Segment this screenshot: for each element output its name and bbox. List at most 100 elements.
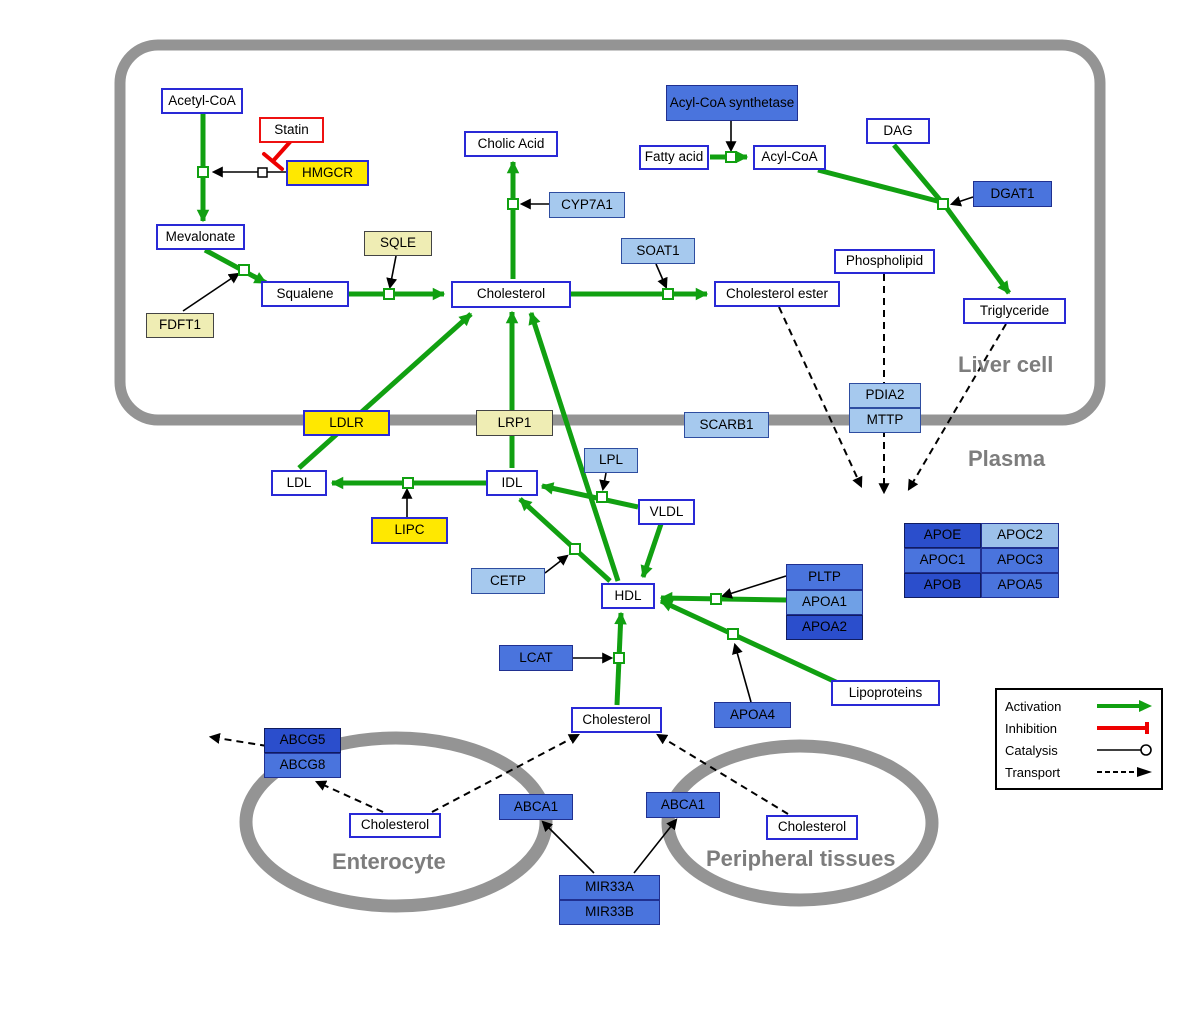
edge-pltp-catalysis [720,575,787,599]
reaction-node [937,198,949,210]
edge-acylcoa-junction [817,167,942,205]
node-ldlr[interactable]: LDLR [303,410,390,436]
legend-inhibition-label: Inhibition [1005,720,1058,736]
node-apoc2[interactable]: APOC2 [981,523,1059,548]
reaction-node [197,166,209,178]
edge-abcg58-efflux [208,732,268,747]
node-acyl-coa-synthetase[interactable]: Acyl-CoA synthetase [666,85,798,121]
legend-activation-row: Activation [1005,696,1153,716]
node-ldl[interactable]: LDL [271,470,327,496]
reaction-node [662,288,674,300]
enterocyte-label: Enterocyte [332,849,446,874]
node-mttp[interactable]: MTTP [849,408,921,433]
reaction-node [238,264,250,276]
node-vldl[interactable]: VLDL [638,499,695,525]
edge-mevalonate-squalene [203,247,268,286]
legend-inhibition-row: Inhibition [1005,718,1153,738]
edge-cholesterol-abcg58 [314,780,384,813]
node-abcg5[interactable]: ABCG5 [264,728,341,753]
edge-dag-junction [892,143,942,202]
node-squalene[interactable]: Squalene [261,281,349,307]
node-pltp[interactable]: PLTP [786,564,863,590]
node-fdft1[interactable]: FDFT1 [146,313,214,338]
node-pdia2[interactable]: PDIA2 [849,383,921,408]
activation-arrow-icon [1097,700,1152,712]
node-cyp7a1[interactable]: CYP7A1 [549,192,625,218]
legend-catalysis-row: Catalysis [1005,740,1153,760]
node-lcat[interactable]: LCAT [499,645,573,671]
node-acyl-coa[interactable]: Acyl-CoA [753,145,826,170]
reaction-node [725,151,737,163]
edge-apoa4-catalysis [732,642,752,703]
reaction-node [613,652,625,664]
node-lipc[interactable]: LIPC [371,517,448,544]
node-mir33b[interactable]: MIR33B [559,900,660,925]
node-acetyl-coa[interactable]: Acetyl-CoA [161,88,243,114]
edge-cholesterol-hdl-lcat [614,611,627,706]
edge-ldl-cholesterol-via-ldlr [297,312,473,470]
node-abca1-left[interactable]: ABCA1 [499,794,573,820]
legend-transport-row: Transport [1005,762,1153,782]
transport-dashed-arrow-icon [1097,767,1152,777]
node-triglyceride[interactable]: Triglyceride [963,298,1066,324]
edge-sqle-catalysis [386,255,398,290]
edge-statin-inhibition [271,140,292,163]
node-dag[interactable]: DAG [866,118,930,144]
node-scarb1[interactable]: SCARB1 [684,412,769,438]
node-cholesterol-plasma[interactable]: Cholesterol [571,707,662,733]
plasma-label: Plasma [968,446,1046,471]
node-fatty-acid[interactable]: Fatty acid [639,145,709,170]
catalysis-anchor-node [257,167,268,178]
node-idl[interactable]: IDL [486,470,538,496]
node-apoa2[interactable]: APOA2 [786,615,863,640]
node-abca1-right[interactable]: ABCA1 [646,792,720,818]
node-lrp1[interactable]: LRP1 [476,410,553,436]
node-lpl[interactable]: LPL [584,448,638,473]
reaction-node [710,593,722,605]
node-apoa1[interactable]: APOA1 [786,590,863,615]
node-apoe[interactable]: APOE [904,523,981,548]
node-abcg8[interactable]: ABCG8 [264,753,341,778]
legend-catalysis-label: Catalysis [1005,742,1058,758]
node-apoa4[interactable]: APOA4 [714,702,791,728]
node-cholic-acid[interactable]: Cholic Acid [464,131,558,157]
reaction-node [507,198,519,210]
node-mevalonate[interactable]: Mevalonate [156,224,245,250]
edge-soat1-catalysis [655,263,668,290]
node-statin[interactable]: Statin [259,117,324,143]
node-soat1[interactable]: SOAT1 [621,238,695,264]
edge-mir33-abca1-left [541,820,595,874]
peripheral-tissues-label: Peripheral tissues [706,846,896,871]
node-sqle[interactable]: SQLE [364,231,432,256]
node-cetp[interactable]: CETP [471,568,545,594]
node-hmgcr[interactable]: HMGCR [286,160,369,186]
edge-hdl-cholesterol [528,311,621,582]
legend-activation-label: Activation [1005,698,1062,714]
edge-lpl-catalysis [599,472,611,492]
node-apoc3[interactable]: APOC3 [981,548,1059,573]
node-cholesterol-enterocyte[interactable]: Cholesterol [349,813,441,838]
node-apoc1[interactable]: APOC1 [904,548,981,573]
node-apoa5[interactable]: APOA5 [981,573,1059,598]
edge-junction-triglyceride [943,205,1012,295]
node-cholesterol-peripheral[interactable]: Cholesterol [766,815,858,840]
node-dgat1[interactable]: DGAT1 [973,181,1052,207]
reaction-node [383,288,395,300]
node-mir33a[interactable]: MIR33A [559,875,660,900]
node-phospholipid[interactable]: Phospholipid [834,249,935,274]
node-hdl[interactable]: HDL [601,583,655,609]
reaction-node [727,628,739,640]
reaction-node [596,491,608,503]
node-cholesterol-ester[interactable]: Cholesterol ester [714,281,840,307]
inhibition-tbar-icon [1097,722,1149,734]
node-lipoproteins[interactable]: Lipoproteins [831,680,940,706]
edge-vldl-hdl [640,523,664,579]
liver-cell-label: Liver cell [958,352,1054,377]
reaction-node [569,543,581,555]
edge-vldl-idl-lpl [540,482,639,510]
catalysis-circle-icon [1097,744,1152,756]
node-apob[interactable]: APOB [904,573,981,598]
node-cholesterol-liver[interactable]: Cholesterol [451,281,571,308]
